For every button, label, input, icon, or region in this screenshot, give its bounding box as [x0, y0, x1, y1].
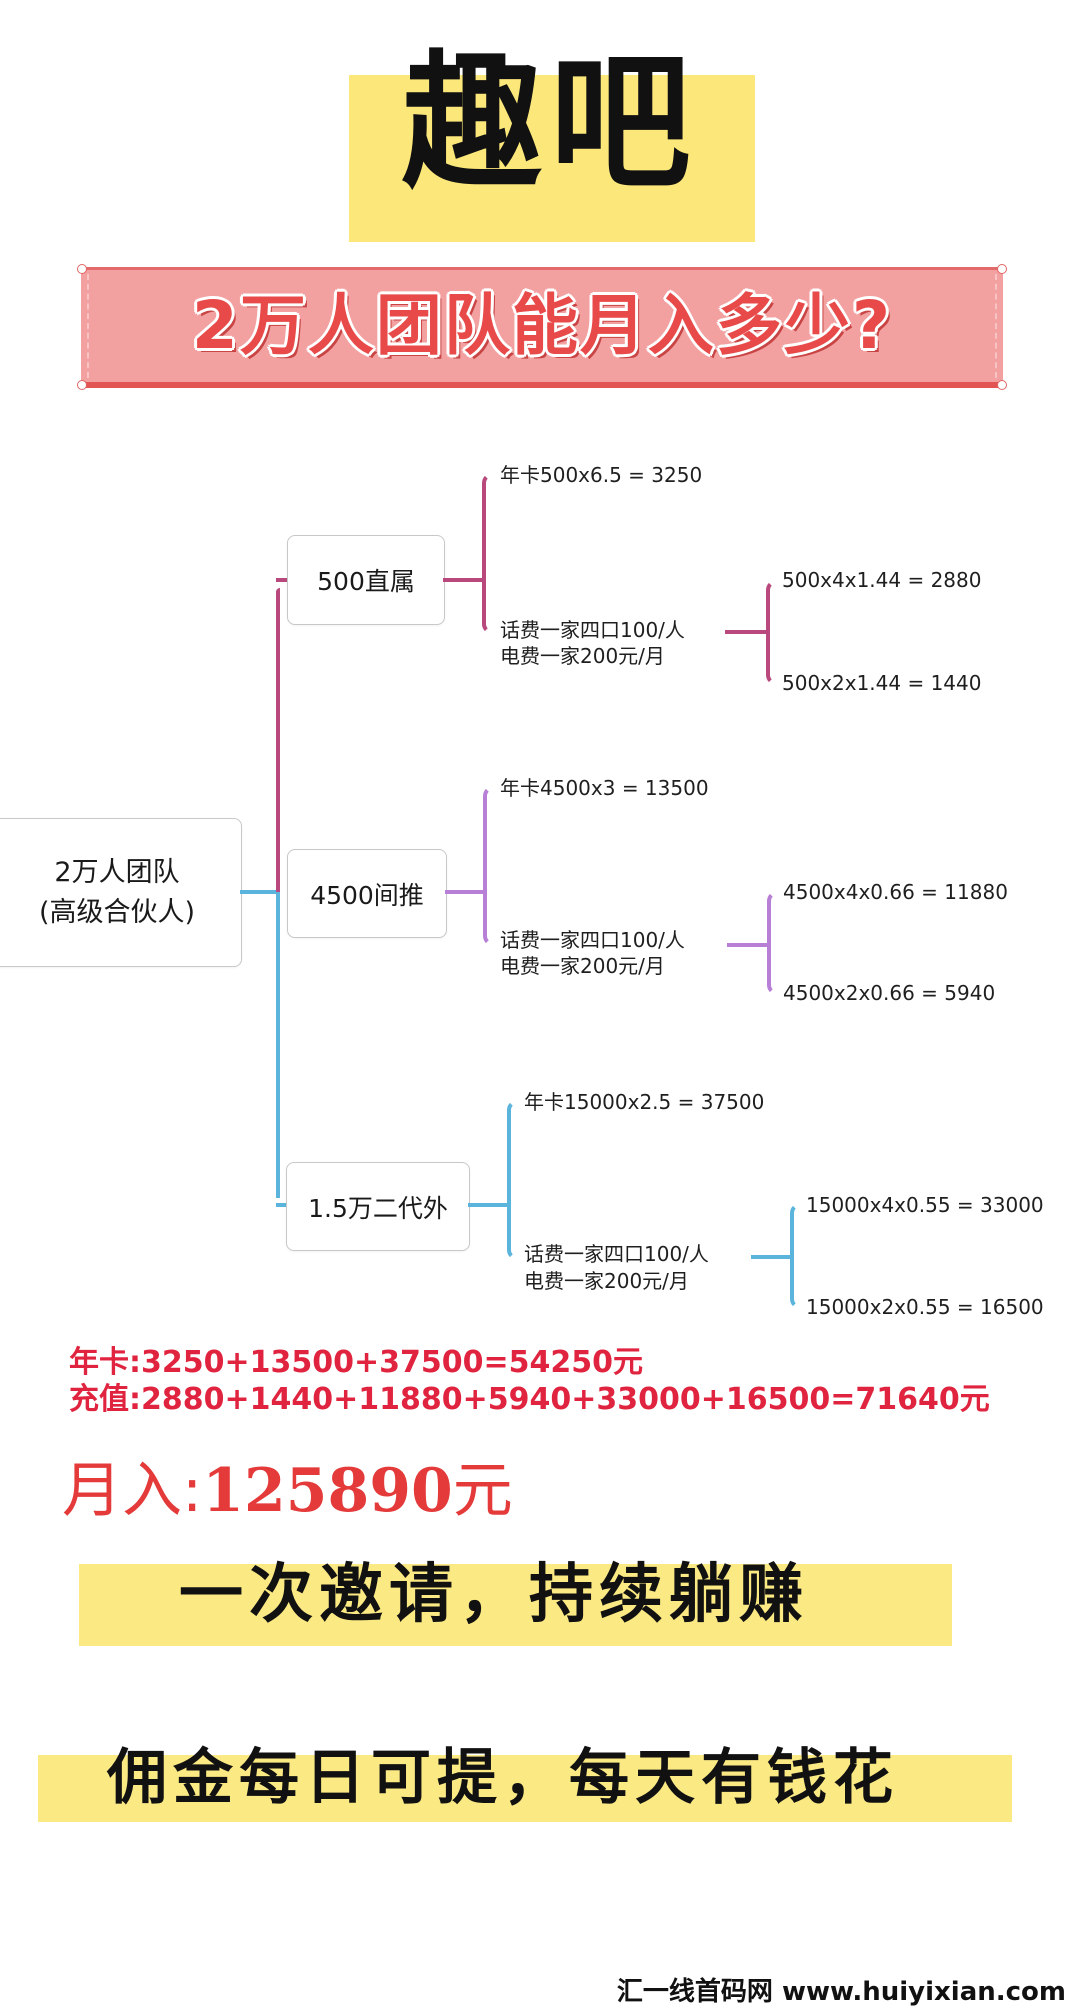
branch2-annual: 年卡4500x3 = 13500 — [500, 776, 709, 800]
slogan-1: 一次邀请，持续躺赚 — [179, 1558, 809, 1632]
question-banner: 2万人团队能月入多少? — [77, 264, 1007, 390]
slogan-2: 佣金每日可提，每天有钱花 — [107, 1743, 899, 1813]
annual-card-total: 年卡:3250+13500+37500=54250元 — [69, 1345, 644, 1380]
branch3-fees-line1: 话费一家四口100/人 — [524, 1242, 709, 1266]
branch2-calc-1: 4500x4x0.66 = 11880 — [783, 880, 1008, 904]
branch1-sub-bracket — [766, 580, 776, 685]
branch3-calc-2: 15000x2x0.55 = 16500 — [806, 1295, 1044, 1319]
branch1-sub-connector — [725, 630, 769, 634]
branch3-connector — [468, 1203, 510, 1207]
recharge-total: 充值:2880+1440+11880+5940+33000+16500=7164… — [69, 1382, 990, 1417]
branch1-connector — [443, 578, 485, 582]
root-node-line2: (高级合伙人) — [38, 896, 196, 928]
monthly-income: 月入:125890元 — [62, 1458, 513, 1524]
title-highlight — [349, 75, 755, 242]
branch2-sub-connector — [727, 943, 770, 947]
trunk-to-b1 — [276, 578, 288, 582]
branch1-bracket — [482, 473, 492, 634]
branch1-calc-2: 500x2x1.44 = 1440 — [782, 671, 982, 695]
branch3-sub-connector — [751, 1255, 793, 1259]
branch-label: 500直属 — [317, 567, 415, 596]
banner-corner-dot — [997, 264, 1007, 274]
root-node-line1: 2万人团队 — [54, 856, 180, 888]
branch3-calc-1: 15000x4x0.55 = 33000 — [806, 1193, 1044, 1217]
branch2-bracket — [483, 786, 493, 946]
slogan-2-highlight — [38, 1755, 1012, 1822]
income-label: 月入: — [62, 1456, 203, 1526]
branch1-annual: 年卡500x6.5 = 3250 — [500, 463, 703, 487]
banner-border — [87, 274, 997, 378]
page-title: 趣吧 — [401, 37, 699, 209]
branch3-fees-line2: 电费一家200元/月 — [524, 1269, 689, 1293]
branch2-sub-bracket — [767, 891, 777, 995]
branch3-annual: 年卡15000x2.5 = 37500 — [524, 1090, 765, 1114]
trunk-upper — [276, 588, 280, 892]
branch3-bracket — [507, 1100, 517, 1260]
banner-corner-dot — [997, 380, 1007, 390]
root-connector — [240, 890, 280, 894]
watermark: 汇一线首码网 www.huiyixian.com — [616, 1977, 1066, 2007]
slogan-1-highlight — [79, 1564, 952, 1646]
branch1-fees-line1: 话费一家四口100/人 — [500, 618, 685, 642]
branch2-connector — [445, 890, 485, 894]
trunk-to-b3 — [276, 1203, 288, 1207]
branch-node-direct: 500直属 — [287, 535, 445, 625]
branch2-calc-2: 4500x2x0.66 = 5940 — [783, 981, 996, 1005]
branch-label: 1.5万二代外 — [308, 1193, 448, 1223]
branch-node-indirect: 4500间推 — [287, 849, 447, 938]
branch-label: 4500间推 — [310, 880, 424, 910]
root-node: 2万人团队 (高级合伙人) — [0, 818, 242, 967]
banner-text: 2万人团队能月入多少? — [191, 287, 893, 364]
branch1-calc-1: 500x4x1.44 = 2880 — [782, 568, 982, 592]
banner-corner-dot — [77, 380, 87, 390]
banner-corner-dot — [77, 264, 87, 274]
branch2-fees-line2: 电费一家200元/月 — [500, 954, 665, 978]
branch-node-second-gen: 1.5万二代外 — [286, 1162, 470, 1251]
trunk-lower — [276, 892, 280, 1198]
branch3-sub-bracket — [790, 1203, 800, 1309]
branch1-fees-line2: 电费一家200元/月 — [500, 644, 665, 668]
branch2-fees-line1: 话费一家四口100/人 — [500, 928, 685, 952]
income-value: 125890 — [202, 1456, 453, 1526]
income-unit: 元 — [452, 1456, 513, 1526]
